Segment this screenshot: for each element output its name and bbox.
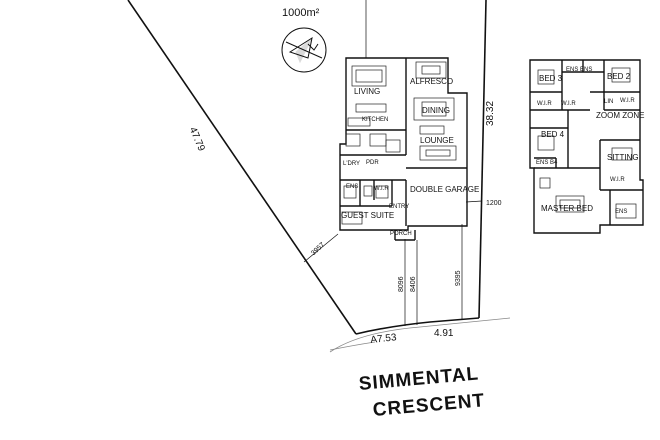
room-master-bed: MASTER BED	[541, 204, 594, 213]
room-portico: PORCH	[390, 231, 412, 237]
room-wir: W.I.R	[374, 186, 389, 192]
road-kerb	[329, 317, 511, 353]
ground-floor-outline	[339, 57, 468, 241]
room-dining: DINING	[422, 106, 450, 115]
upper-floor-furniture	[537, 67, 637, 219]
room-pdr: PDR	[366, 160, 379, 166]
room-ldry: L'DRY	[343, 161, 361, 167]
room-bed4: BED 4	[541, 130, 565, 139]
side-setback-dimension: 1200	[486, 200, 502, 207]
room-kitchen: KITCHEN	[362, 117, 389, 123]
frontage-straight-dimension: 4.91	[434, 328, 454, 339]
room-lin: LIN	[604, 99, 614, 105]
room-wir4: W.I.R	[610, 177, 625, 183]
setback-right-dimension: 9395	[455, 270, 462, 286]
lot-boundary	[127, 0, 487, 335]
room-wir3: W.I.R	[620, 98, 635, 104]
room-lounge: LOUNGE	[420, 136, 454, 145]
room-double-garage: DOUBLE GARAGE	[410, 185, 480, 194]
upper-floor-outline	[529, 59, 644, 234]
room-bed3: BED 3	[539, 74, 563, 83]
setback-lines	[303, 0, 483, 326]
room-entry: ENTRY	[389, 204, 410, 210]
room-living: LIVING	[354, 87, 381, 96]
room-ens: ENS	[346, 184, 359, 190]
north-arrow-icon	[281, 27, 327, 73]
east-boundary-dimension: 38.32	[485, 100, 496, 126]
room-ens-top: ENS ENS	[566, 67, 593, 73]
setback-mid1-dimension: 8096	[398, 276, 405, 292]
setback-mid2-dimension: 8406	[410, 276, 417, 292]
room-bed2: BED 2	[607, 72, 631, 81]
room-sitting: SITTING	[607, 153, 639, 162]
ground-floor-furniture	[341, 61, 457, 225]
room-ens-master: ENS	[615, 209, 628, 215]
room-guest-suite: GUEST SUITE	[341, 211, 395, 220]
lot-area: 1000m²	[282, 7, 320, 19]
room-wir1: W.I.R	[537, 101, 552, 107]
room-zoom-zone: ZOOM ZONE	[596, 111, 645, 120]
room-alfresco: ALFRESCO	[410, 77, 454, 86]
room-wir2: W.I.R	[561, 101, 576, 107]
room-ens4: ENS B4	[536, 160, 558, 166]
